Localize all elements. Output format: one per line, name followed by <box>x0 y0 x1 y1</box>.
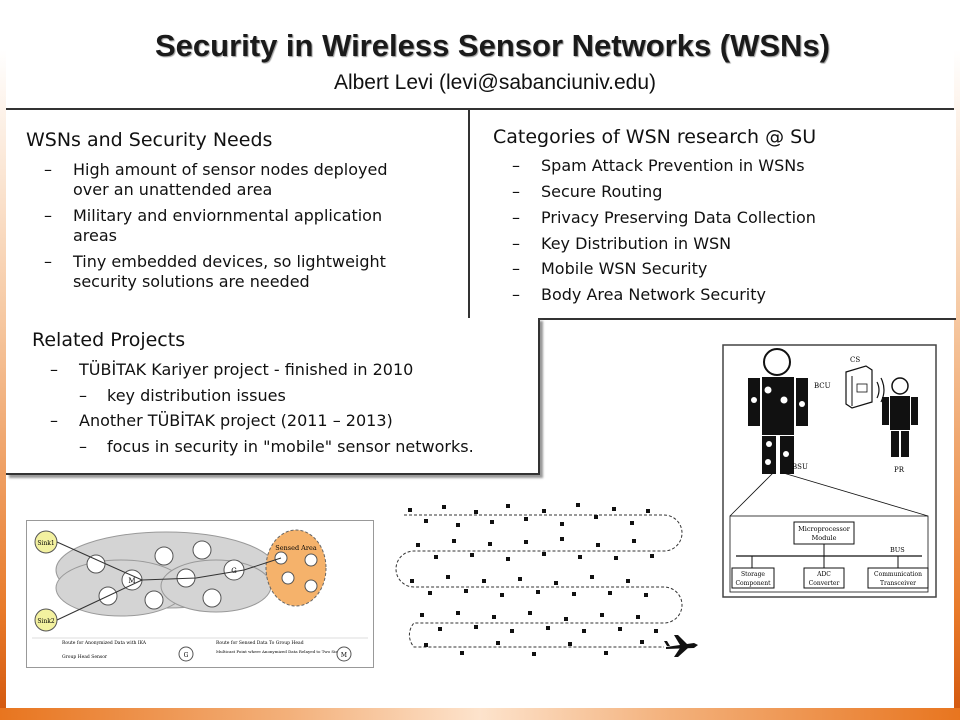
header-divider <box>6 108 954 110</box>
legend-text: Multicast Point where Anonymized Data Re… <box>216 649 342 654</box>
body-area-network-diagram: BCU BSU CS PR Microprocessor Module BUS … <box>722 344 937 598</box>
project-item: TÜBİTAK Kariyer project - finished in 20… <box>79 360 414 379</box>
transceiver-label: Transceiver <box>880 580 916 587</box>
bullet-dash: – <box>512 182 520 201</box>
security-needs-heading: WSNs and Security Needs <box>26 129 273 151</box>
left-decorative-edge <box>0 50 6 710</box>
sensor-dots <box>408 503 658 656</box>
project-subitem: key distribution issues <box>107 386 286 405</box>
storage-label: Component <box>735 580 771 587</box>
legend-g-symbol: G <box>184 652 189 659</box>
research-categories-panel <box>468 110 956 320</box>
sink2-label: Sink2 <box>37 618 55 625</box>
group-head-label: G <box>231 567 237 575</box>
needs-item-line: High amount of sensor nodes deployed <box>73 160 388 179</box>
category-item: Key Distribution in WSN <box>541 234 732 253</box>
category-item: Body Area Network Security <box>541 285 766 304</box>
needs-item-line: Tiny embedded devices, so lightweight <box>73 252 386 271</box>
sensor-dot <box>780 396 788 404</box>
sensor-dot <box>765 459 771 465</box>
category-item: Secure Routing <box>541 182 663 201</box>
adc-label: ADC <box>816 571 831 578</box>
page-title: Security in Wireless Sensor Networks (WS… <box>154 28 831 63</box>
wireless-signal-icon <box>876 377 885 403</box>
needs-item-line: Military and enviornmental application <box>73 206 383 225</box>
research-categories-heading: Categories of WSN research @ SU <box>493 126 817 148</box>
pr-head <box>891 377 909 395</box>
sensor-dot <box>764 386 772 394</box>
bullet-dash: – <box>512 259 520 278</box>
related-projects-panel <box>6 318 540 475</box>
cs-label: CS <box>850 356 860 364</box>
cs-device-icon <box>845 365 873 409</box>
microprocessor-label: Module <box>812 534 837 542</box>
transceiver-label: Communication <box>874 571 922 578</box>
bullet-dash: – <box>50 411 58 430</box>
multicast-label: M <box>128 577 135 585</box>
legend-m-symbol: M <box>341 652 347 659</box>
needs-item-line: over an unattended area <box>73 180 273 199</box>
storage-block <box>731 567 775 589</box>
needs-item-line: areas <box>73 226 118 245</box>
bullet-dash: – <box>50 360 58 379</box>
pr-torso <box>890 396 910 430</box>
bullet-dash: – <box>44 160 52 179</box>
zoom-box <box>729 515 929 593</box>
project-subitem: focus in security in "mobile" sensor net… <box>107 437 474 456</box>
sensor-dot <box>751 397 757 403</box>
adc-label: Converter <box>809 580 840 587</box>
mobile-sink-plane-icon <box>664 635 698 657</box>
bullet-dash: – <box>512 234 520 253</box>
sub-bullet-dash: – <box>79 437 87 456</box>
mobile-sink-trajectory-diagram <box>395 503 698 657</box>
category-item: Mobile WSN Security <box>541 259 708 278</box>
bullet-dash: – <box>44 206 52 225</box>
sensed-area-label: Sensed Area <box>275 544 317 552</box>
microprocessor-label: Microprocessor <box>798 525 851 533</box>
bullet-dash: – <box>512 156 520 175</box>
storage-label: Storage <box>741 571 765 578</box>
sub-bullet-dash: – <box>79 386 87 405</box>
sink1-label: Sink1 <box>37 540 54 547</box>
patient-leg <box>762 436 776 474</box>
patient-head <box>763 348 791 376</box>
bsu-label: BSU <box>792 463 808 471</box>
author-line: Albert Levi (levi@sabanciuniv.edu) <box>333 71 657 94</box>
pr-label: PR <box>894 466 905 474</box>
sensed-area <box>265 529 327 607</box>
bullet-dash: – <box>44 252 52 271</box>
adc-block <box>803 567 845 589</box>
legend-text: Group Head Sensor <box>62 654 108 660</box>
needs-item-line: security solutions are needed <box>73 272 310 291</box>
sensor-dot <box>799 401 805 407</box>
anonymized-routing-diagram: Sensed Area Sink1 Sink2 M G Route for An… <box>26 520 374 668</box>
bus-label: BUS <box>890 546 905 554</box>
project-item: Another TÜBİTAK project (2011 – 2013) <box>79 411 393 430</box>
bullet-dash: – <box>512 285 520 304</box>
category-item: Privacy Preserving Data Collection <box>541 208 816 227</box>
sensor-dot <box>766 441 772 447</box>
transceiver-block <box>867 567 929 589</box>
right-decorative-edge <box>954 50 960 710</box>
bcu-label: BCU <box>814 382 831 390</box>
related-projects-heading: Related Projects <box>32 329 186 351</box>
sensor-dot <box>783 451 789 457</box>
category-item: Spam Attack Prevention in WSNs <box>541 156 805 175</box>
legend-text: Route for Anonymized Data with IKA <box>62 640 147 646</box>
bullet-dash: – <box>512 208 520 227</box>
bottom-decorative-band <box>0 708 960 720</box>
patient-torso <box>762 377 794 435</box>
legend-text: Route for Sensed Data To Group Head <box>216 640 304 646</box>
